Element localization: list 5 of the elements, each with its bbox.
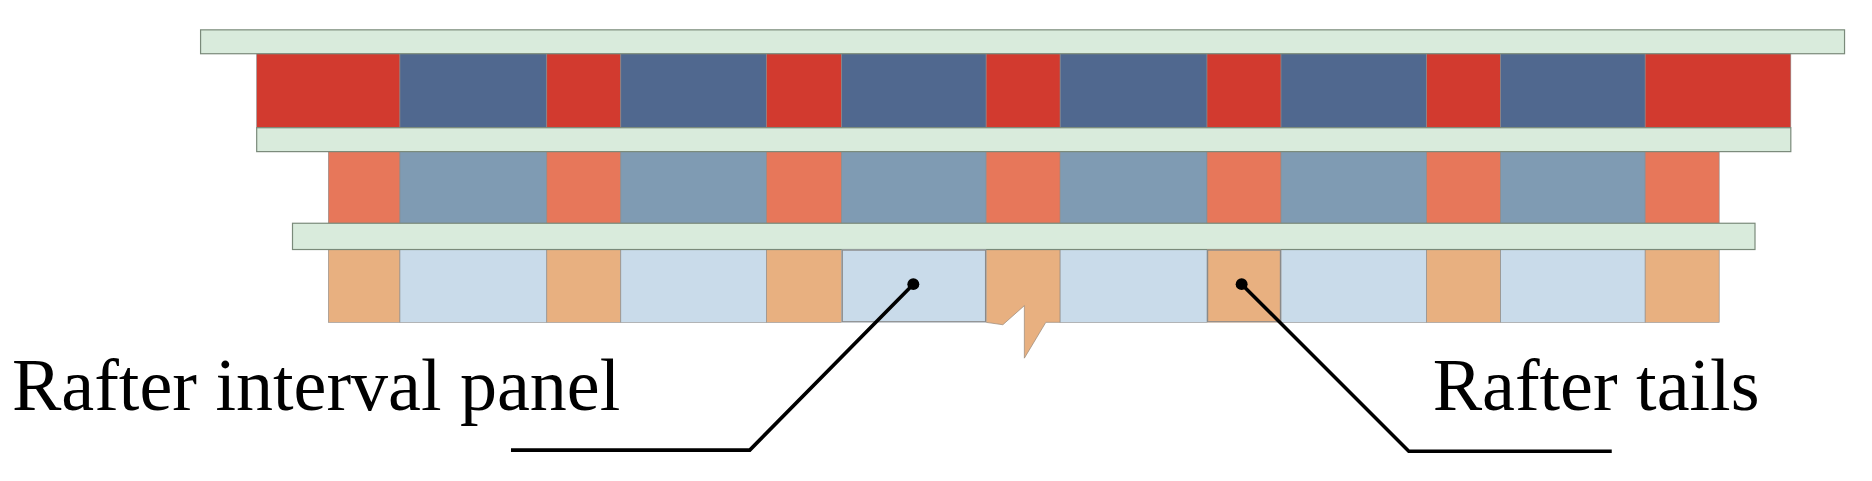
rafter-tail bbox=[1207, 249, 1282, 323]
leader-line bbox=[1235, 278, 1612, 454]
part-label: Rafter tails bbox=[1432, 346, 1760, 423]
rafter-interval-panel bbox=[841, 249, 987, 323]
leader-line bbox=[511, 278, 920, 452]
